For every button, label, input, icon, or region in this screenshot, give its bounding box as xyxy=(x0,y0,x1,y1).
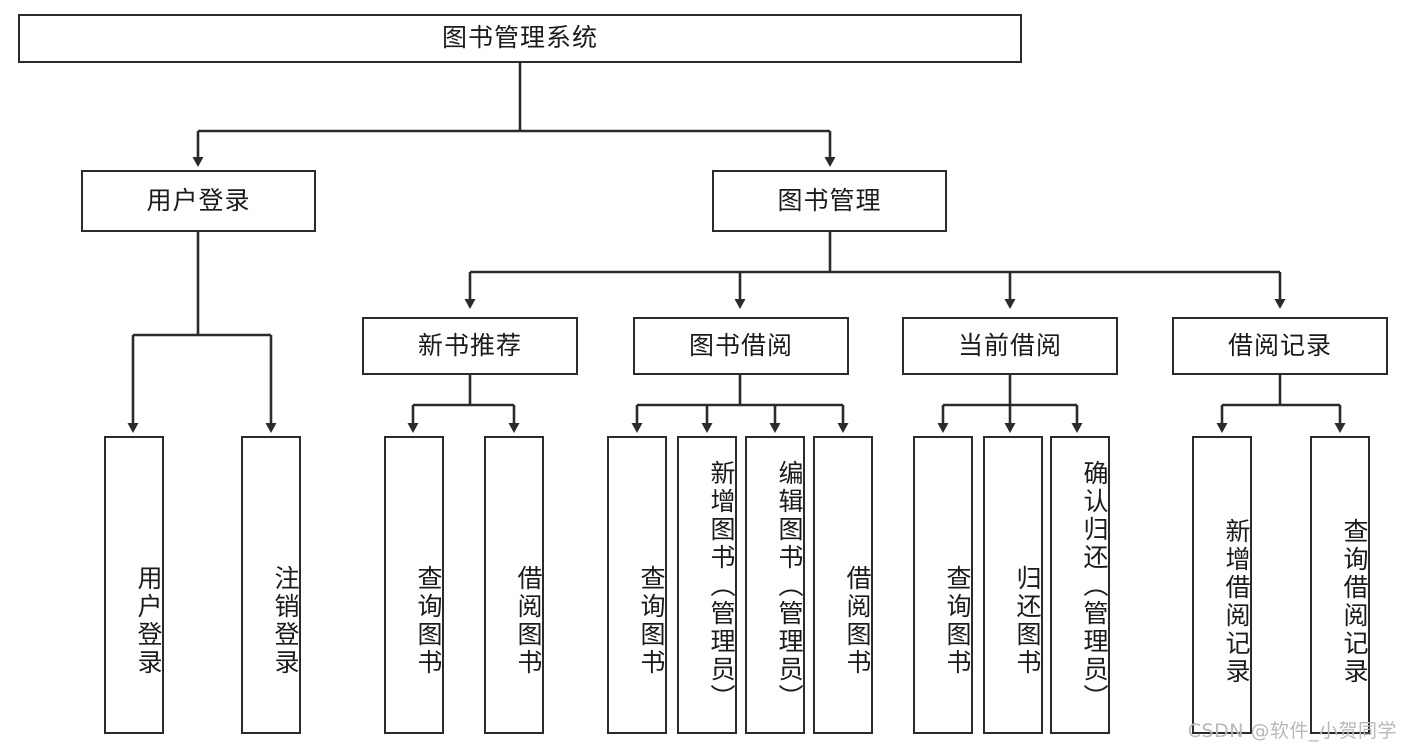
leaf-borrow-book-borrow[interactable]: 借阅图书 xyxy=(813,436,873,734)
node-label: 新书推荐 xyxy=(417,330,522,360)
node-borrow-record[interactable]: 借阅记录 xyxy=(1172,317,1388,375)
leaf-query-book-current[interactable]: 查询图书 xyxy=(913,436,973,734)
node-label: 借阅记录 xyxy=(1227,330,1332,360)
node-current-borrow[interactable]: 当前借阅 xyxy=(902,317,1118,375)
node-label: 新增借阅记录 xyxy=(1222,518,1251,686)
node-label: 用户登录 xyxy=(134,565,163,677)
leaf-query-borrow-record[interactable]: 查询借阅记录 xyxy=(1310,436,1370,734)
node-book-borrow[interactable]: 图书借阅 xyxy=(633,317,849,375)
node-label: 注销登录 xyxy=(271,565,300,677)
leaf-add-book-admin[interactable]: 新增图书（管理员） xyxy=(677,436,737,734)
node-label: 查询借阅记录 xyxy=(1340,518,1369,686)
node-label: 查询图书 xyxy=(943,565,972,677)
node-label: 查询图书 xyxy=(637,565,666,677)
leaf-query-book-new[interactable]: 查询图书 xyxy=(384,436,444,734)
node-label: 归还图书 xyxy=(1013,565,1042,677)
node-label: 用户登录 xyxy=(146,185,251,215)
leaf-return-book[interactable]: 归还图书 xyxy=(983,436,1043,734)
node-label: 编辑图书（管理员） xyxy=(775,460,804,712)
leaf-add-borrow-record[interactable]: 新增借阅记录 xyxy=(1192,436,1252,734)
node-label: 新增图书（管理员） xyxy=(707,460,736,712)
leaf-query-book-borrow[interactable]: 查询图书 xyxy=(607,436,667,734)
leaf-confirm-return-admin[interactable]: 确认归还（管理员） xyxy=(1050,436,1110,734)
node-new-book-recommend[interactable]: 新书推荐 xyxy=(362,317,578,375)
node-label: 图书管理 xyxy=(777,185,882,215)
node-book-management[interactable]: 图书管理 xyxy=(712,170,947,232)
node-label: 借阅图书 xyxy=(514,565,543,677)
node-label: 当前借阅 xyxy=(957,330,1062,360)
node-label: 图书借阅 xyxy=(688,330,793,360)
leaf-edit-book-admin[interactable]: 编辑图书（管理员） xyxy=(745,436,805,734)
node-user-login[interactable]: 用户登录 xyxy=(81,170,316,232)
leaf-borrow-book-new[interactable]: 借阅图书 xyxy=(484,436,544,734)
node-label: 确认归还（管理员） xyxy=(1080,460,1109,712)
leaf-user-login[interactable]: 用户登录 xyxy=(104,436,164,734)
node-label: 图书管理系统 xyxy=(441,23,598,53)
node-label: 查询图书 xyxy=(414,565,443,677)
leaf-logout-login[interactable]: 注销登录 xyxy=(241,436,301,734)
node-root-book-management-system[interactable]: 图书管理系统 xyxy=(18,14,1022,63)
node-label: 借阅图书 xyxy=(843,565,872,677)
csdn-watermark: CSDN @软件_小贺同学 xyxy=(1187,720,1397,742)
